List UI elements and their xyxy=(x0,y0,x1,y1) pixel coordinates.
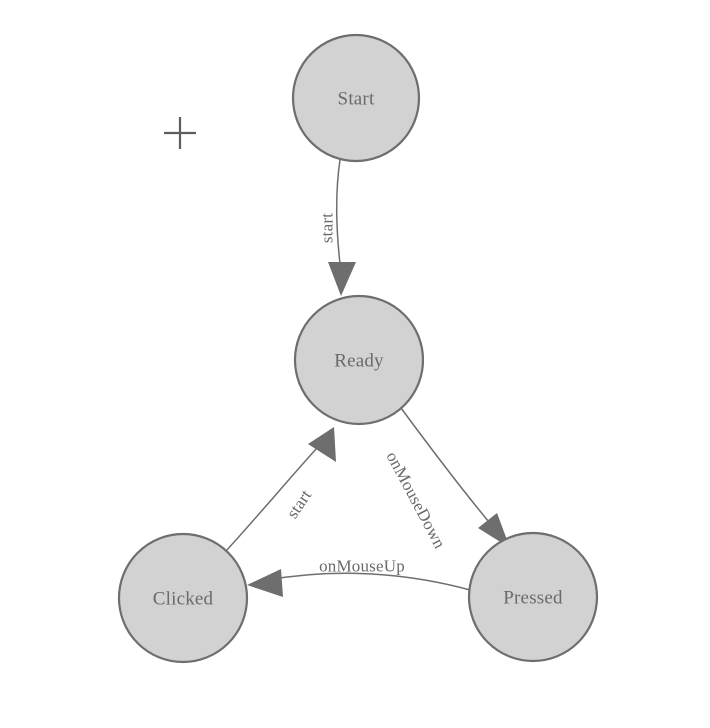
edge-path-pressed-to-clicked[interactable] xyxy=(267,572,471,591)
node-clicked-label: Clicked xyxy=(153,589,214,610)
node-start[interactable]: Start xyxy=(291,33,421,163)
node-ready-circle[interactable] xyxy=(293,294,425,426)
edge-pressed-to-clicked[interactable]: onMouseUp xyxy=(247,557,471,598)
node-ready-label: Ready xyxy=(334,351,384,372)
arrowhead-clicked-to-ready xyxy=(308,427,336,462)
node-pressed-label: Pressed xyxy=(503,588,563,609)
edge-label-ready-to-pressed: onMouseDown xyxy=(382,448,449,552)
edge-label-pressed-to-clicked: onMouseUp xyxy=(319,557,405,576)
node-ready[interactable]: Ready xyxy=(293,294,425,426)
node-start-circle[interactable] xyxy=(291,33,421,163)
node-pressed-circle[interactable] xyxy=(467,531,599,663)
node-start-label: Start xyxy=(338,89,375,110)
arrowhead-start-to-ready xyxy=(328,262,356,296)
edge-ready-to-pressed[interactable]: onMouseDown xyxy=(382,407,510,552)
edge-path-clicked-to-ready[interactable] xyxy=(225,447,318,552)
edge-label-clicked-to-ready: start xyxy=(283,486,316,522)
node-clicked[interactable]: Clicked xyxy=(117,532,249,664)
node-pressed[interactable]: Pressed xyxy=(467,531,599,663)
node-clicked-circle[interactable] xyxy=(117,532,249,664)
edge-path-ready-to-pressed[interactable] xyxy=(400,407,495,529)
edge-label-start-to-ready: start xyxy=(318,213,337,243)
arrowhead-ready-to-pressed xyxy=(478,513,510,548)
edge-path-start-to-ready[interactable] xyxy=(335,159,342,273)
crosshair-icon xyxy=(164,117,196,149)
edge-start-to-ready[interactable]: start xyxy=(318,159,357,296)
edge-clicked-to-ready[interactable]: start xyxy=(225,427,336,552)
arrowhead-pressed-to-clicked xyxy=(247,569,283,597)
